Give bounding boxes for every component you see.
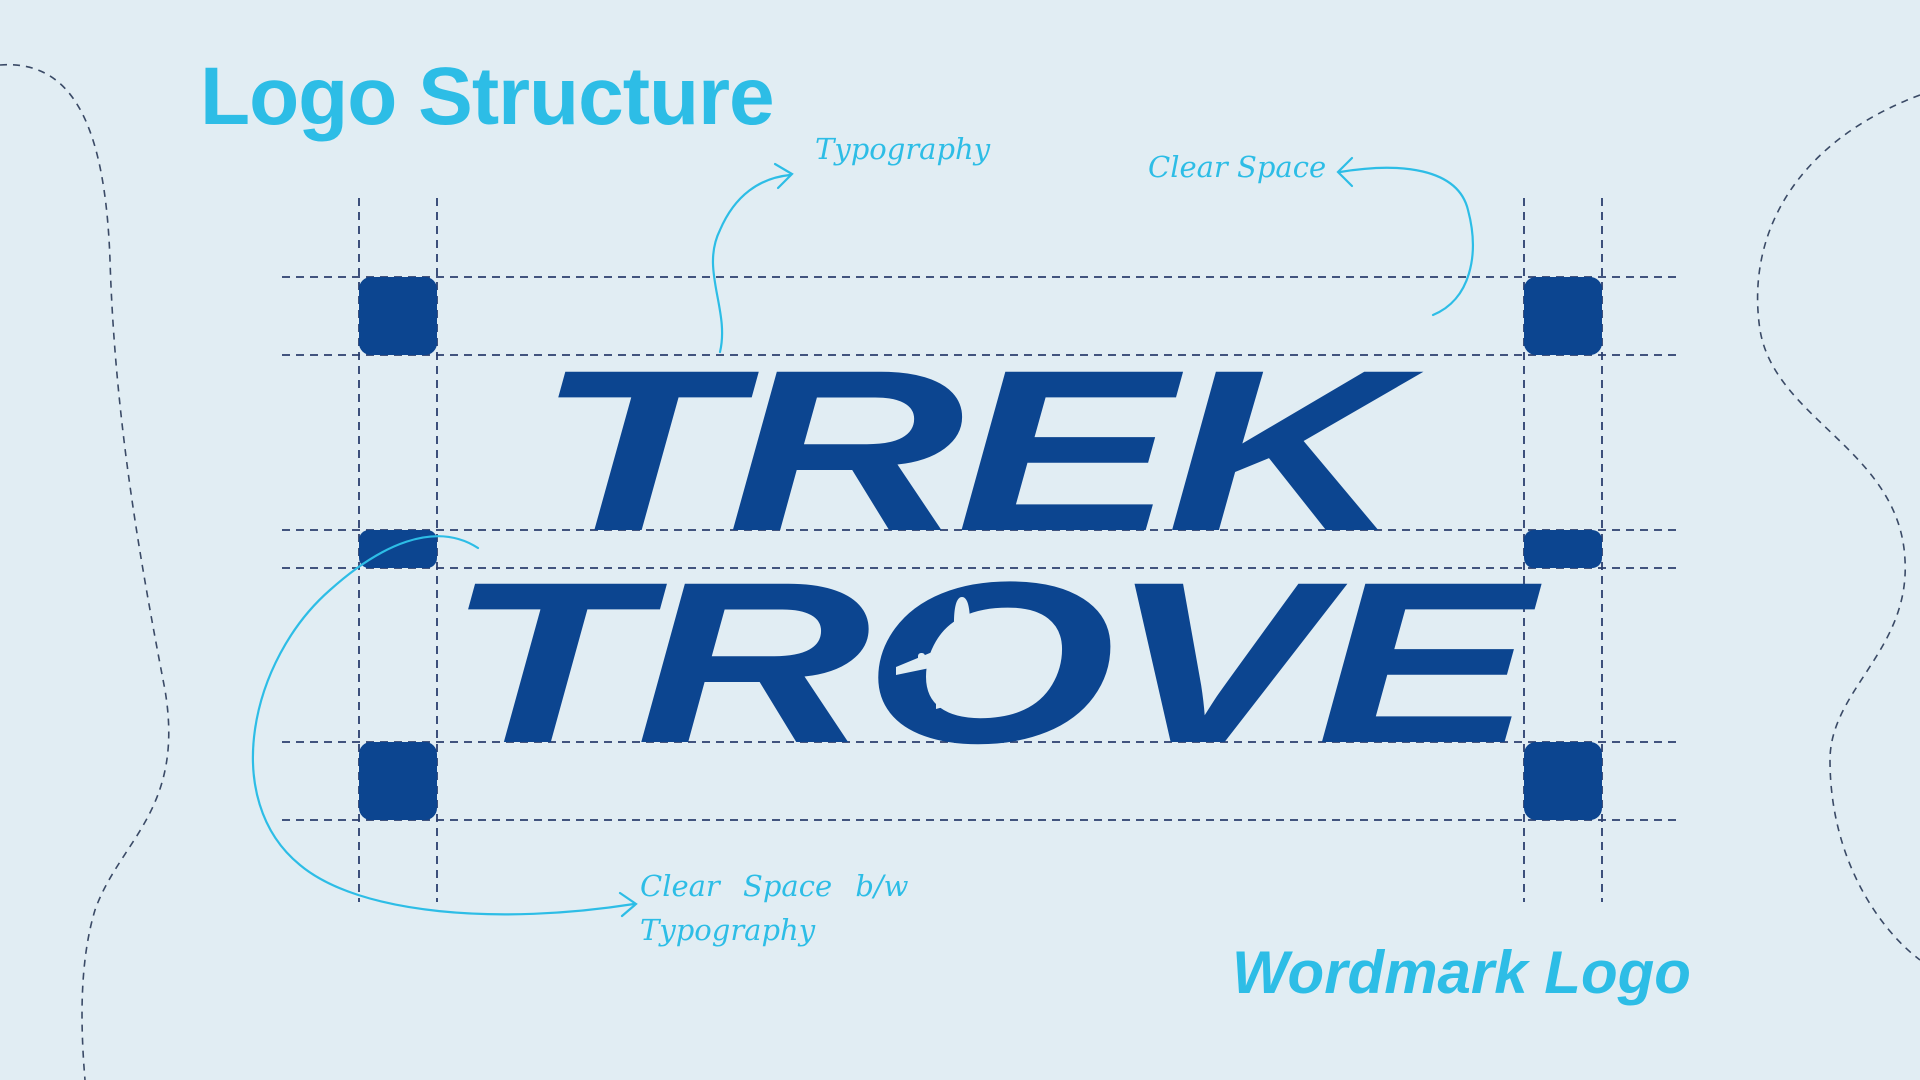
clear-space-block bbox=[1524, 530, 1602, 568]
left-decor-curve bbox=[0, 63, 170, 1080]
arrow-icon bbox=[251, 535, 636, 916]
arrow-icon bbox=[773, 162, 794, 190]
clear-space-block bbox=[359, 530, 437, 568]
arrow-icon bbox=[1336, 156, 1354, 188]
arrow-icon bbox=[618, 891, 638, 918]
clear-space-block bbox=[359, 742, 437, 820]
annotation-arrows bbox=[251, 156, 1474, 918]
right-decor-curve bbox=[1756, 94, 1920, 961]
wordmark-subtitle: Wordmark Logo bbox=[1232, 939, 1691, 1006]
arrow-icon bbox=[711, 173, 792, 354]
annotation-line: Typography bbox=[640, 913, 816, 947]
horizontal-guides bbox=[282, 276, 1680, 821]
annotation-line: Clear Space b/w bbox=[640, 869, 909, 903]
wordmark-line1: TREK bbox=[535, 322, 1425, 579]
airplane-icon bbox=[896, 597, 1028, 709]
page-title: Logo Structure bbox=[200, 51, 775, 142]
clear-space-block bbox=[1524, 277, 1602, 355]
clear-space-blocks bbox=[359, 277, 1602, 820]
clear-space-block bbox=[1524, 742, 1602, 820]
annotation-clear-space-between: Clear Space b/w Typography bbox=[640, 864, 909, 952]
annotation-clear-space: Clear Space bbox=[1148, 150, 1327, 184]
clear-space-block bbox=[359, 277, 437, 355]
arrow-icon bbox=[1338, 166, 1474, 317]
annotation-typography: Typography bbox=[815, 132, 991, 166]
